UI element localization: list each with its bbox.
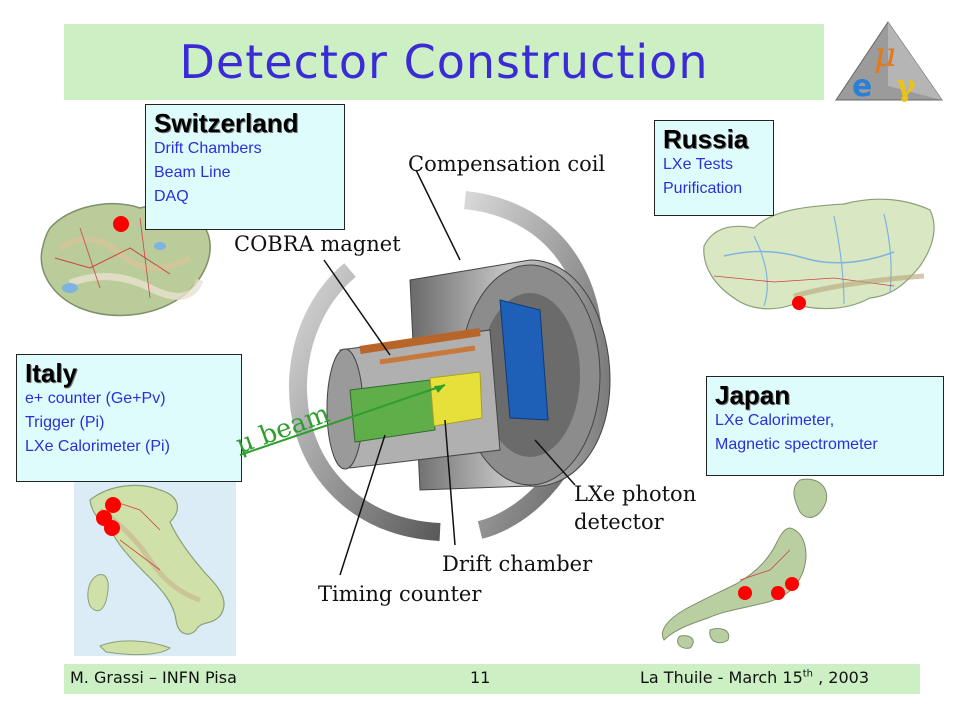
lxe-photon-label-line2: detector — [574, 510, 664, 534]
beam-line — [239, 384, 446, 456]
russia-location-marker — [792, 296, 806, 310]
cobra-magnet-label: COBRA magnet — [234, 232, 401, 256]
italy-item: Trigger (Pi) — [25, 414, 105, 431]
switzerland-box: Switzerland Drift Chambers Beam Line DAQ — [145, 104, 345, 230]
meg-logo: μ e γ — [835, 21, 943, 104]
italy-box: Italy e+ counter (Ge+Pv) Trigger (Pi) LX… — [16, 354, 242, 482]
russia-box: Russia LXe Tests Purification — [654, 120, 774, 216]
italy-item: e+ counter (Ge+Pv) — [25, 390, 166, 407]
russia-item: LXe Tests — [663, 156, 733, 173]
switzerland-location-marker — [113, 216, 129, 232]
italy-map — [74, 474, 236, 656]
slide-title: Detector Construction — [179, 35, 709, 89]
footer-venue-suffix: , 2003 — [813, 668, 870, 687]
footer-band — [64, 664, 920, 694]
japan-box: Japan LXe Calorimeter, Magnetic spectrom… — [706, 376, 944, 476]
lxe-photon-label: LXe photon — [574, 482, 697, 506]
italy-item: LXe Calorimeter (Pi) — [25, 438, 170, 455]
compensation-coil-label: Compensation coil — [408, 152, 606, 176]
title-band — [64, 24, 824, 100]
drift-chamber-label: Drift chamber — [442, 552, 593, 576]
switzerland-item: Beam Line — [154, 164, 231, 181]
russia-item: Purification — [663, 180, 743, 197]
switzerland-heading: Switzerland — [154, 108, 299, 138]
footer-venue-prefix: La Thuile - March 15 — [640, 668, 803, 687]
detector-diagram — [239, 169, 611, 576]
switzerland-item: DAQ — [154, 188, 189, 205]
russia-map — [694, 186, 940, 336]
italy-location-marker — [104, 520, 120, 536]
logo-mu: μ — [874, 35, 896, 75]
italy-heading: Italy — [25, 358, 78, 388]
footer-author: M. Grassi – INFN Pisa — [70, 668, 237, 687]
japan-item: Magnetic spectrometer — [715, 436, 878, 453]
switzerland-map — [40, 203, 211, 317]
japan-map — [662, 478, 828, 649]
logo-e: e — [852, 69, 872, 104]
footer-venue-sup: th — [802, 668, 814, 680]
logo-gamma: γ — [896, 69, 916, 104]
timing-counter-label: Timing counter — [318, 582, 482, 606]
italy-location-marker — [105, 497, 121, 513]
japan-location-marker — [738, 586, 752, 600]
footer-venue: La Thuile - March 15th , 2003 — [640, 668, 869, 687]
japan-location-marker — [771, 586, 785, 600]
japan-heading: Japan — [715, 380, 791, 410]
switzerland-item: Drift Chambers — [154, 140, 262, 157]
japan-item: LXe Calorimeter, — [715, 412, 835, 429]
footer-page-number: 11 — [470, 668, 491, 687]
russia-heading: Russia — [663, 124, 749, 154]
japan-location-marker — [785, 577, 799, 591]
